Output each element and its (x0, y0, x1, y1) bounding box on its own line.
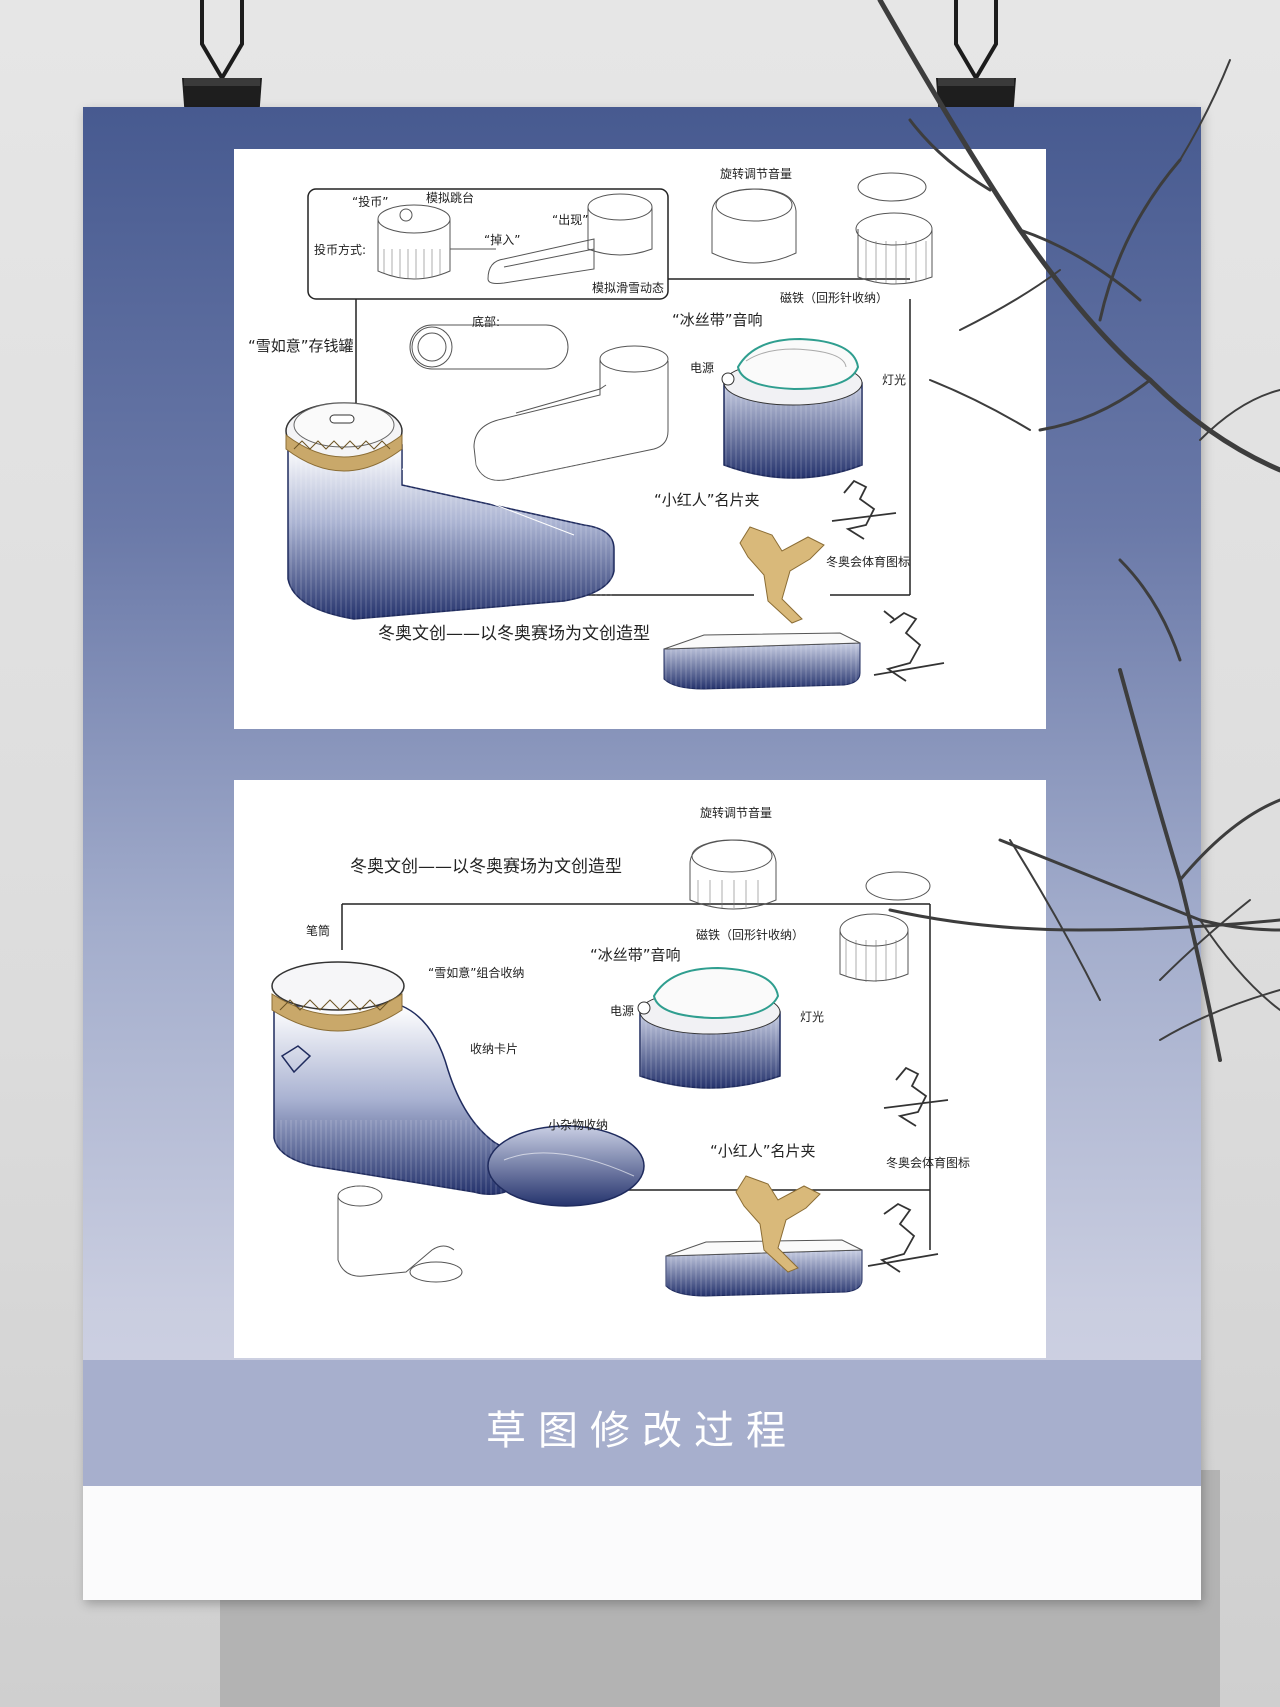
label-little-red-man-bottom: “小红人”名片夹 (710, 1142, 816, 1160)
sketch-drawing-top (285, 172, 945, 690)
label-ice-ribbon-speaker: “冰丝带”音响 (672, 311, 763, 329)
label-light-bottom: 灯光 (800, 1010, 825, 1024)
card-holder-render-bottom (665, 1175, 863, 1297)
label-small-items: 小杂物收纳 (548, 1118, 609, 1132)
caption-bottom: 冬奥文创——以冬奥赛场为文创造型 (350, 857, 622, 877)
caption-top: 冬奥文创——以冬奥赛场为文创造型 (378, 624, 650, 644)
poster: “投币” 模拟跳台 投币方式: “掉入” “出现” 模拟滑雪动态 旋转调节音量 … (83, 107, 1201, 1600)
poster-title: 草图修改过程 (486, 1408, 798, 1454)
label-drop-in: “掉入” (484, 233, 521, 247)
title-band: 草图修改过程 (83, 1360, 1201, 1486)
label-simulate-jump: 模拟跳台 (426, 191, 475, 205)
label-ice-ribbon-speaker-bottom: “冰丝带”音响 (590, 946, 681, 964)
label-light: 灯光 (882, 373, 907, 387)
label-simulate-ski: 模拟滑雪动态 (592, 281, 665, 295)
label-bottom: 底部: (472, 315, 501, 329)
label-snow-ruyi-storage: “雪如意”组合收纳 (428, 966, 525, 980)
speaker-render-bottom (637, 966, 781, 1096)
label-appear: “出现” (552, 213, 589, 227)
storage-render (271, 961, 645, 1207)
label-card-storage: 收纳卡片 (470, 1042, 519, 1056)
speaker-render (721, 337, 863, 479)
skier-icon-group (831, 479, 945, 682)
label-magnet: 磁铁（回形针收纳） (780, 291, 889, 305)
sketch-panel-bottom: 冬奥文创——以冬奥赛场为文创造型 旋转调节音量 笔筒 “雪如意”组合收纳 “冰丝… (234, 780, 1046, 1358)
label-coin: “投币” (352, 195, 389, 209)
label-power-bottom: 电源 (610, 1004, 635, 1018)
label-pen-holder: 笔筒 (306, 924, 331, 938)
label-rotate-volume-bottom: 旋转调节音量 (700, 806, 773, 820)
sketch-panel-top: “投币” 模拟跳台 投币方式: “掉入” “出现” 模拟滑雪动态 旋转调节音量 … (234, 149, 1046, 729)
skier-icon-group-bottom (867, 1066, 949, 1273)
sketch-drawing-bottom (271, 839, 949, 1297)
label-magnet-bottom: 磁铁（回形针收纳） (696, 928, 805, 942)
label-snow-ruyi-bank: “雪如意”存钱罐 (248, 337, 354, 355)
label-rotate-volume: 旋转调节音量 (720, 167, 793, 181)
label-power: 电源 (690, 361, 715, 375)
label-olympic-icon: 冬奥会体育图标 (826, 555, 911, 569)
label-little-red-man: “小红人”名片夹 (654, 491, 760, 509)
label-olympic-icon-bottom: 冬奥会体育图标 (886, 1156, 971, 1170)
poster-bottom-strip (83, 1486, 1201, 1600)
coin-bank-render (285, 402, 615, 621)
label-coin-method: 投币方式: (314, 243, 367, 257)
card-holder-render (663, 526, 861, 690)
